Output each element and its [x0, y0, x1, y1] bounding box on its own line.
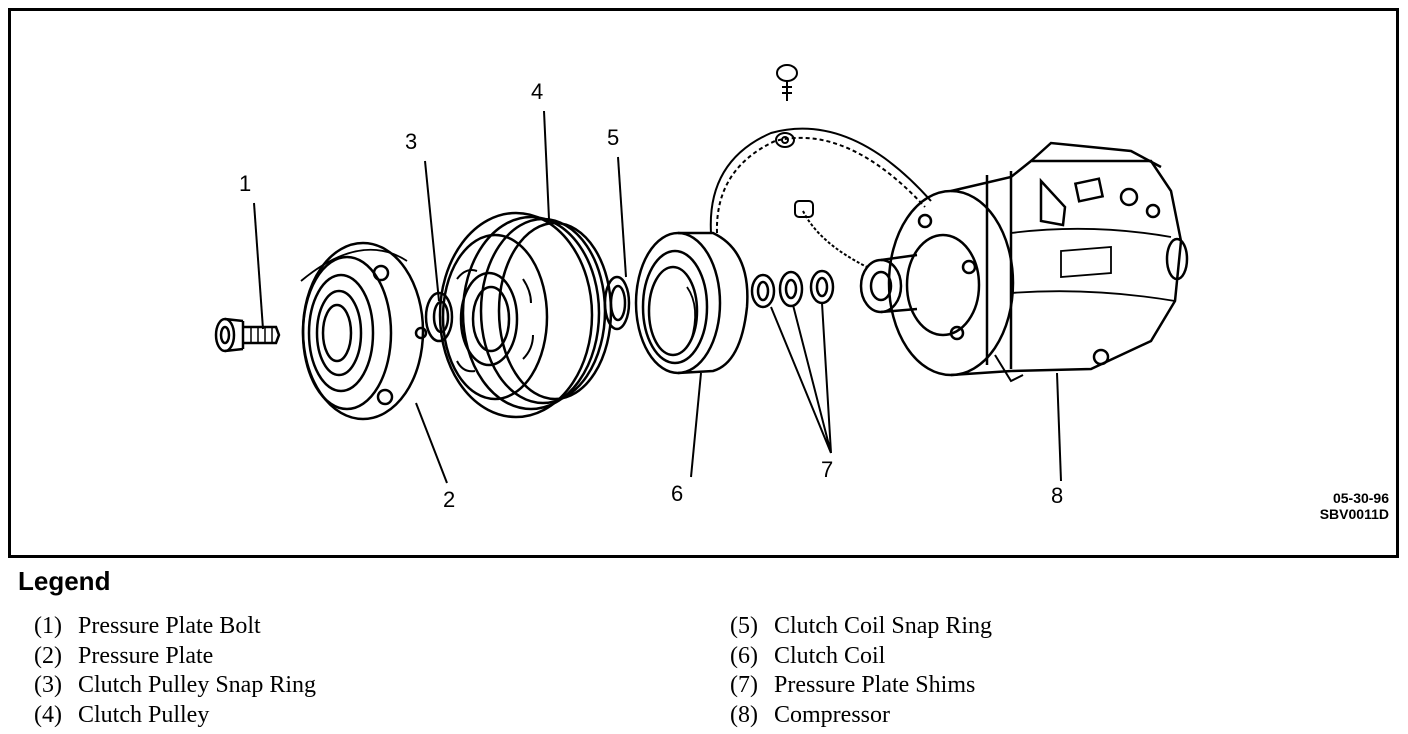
- legend-item-pressure-plate-bolt: (1) Pressure Plate Bolt: [34, 612, 316, 642]
- pressure-plate-part: [300, 241, 428, 421]
- callout-2: 2: [443, 487, 455, 512]
- callout-1: 1: [239, 171, 251, 196]
- figure-date-code: 05-30-96: [1333, 490, 1389, 506]
- legend-item-pressure-plate-shims: (7) Pressure Plate Shims: [730, 671, 992, 701]
- callout-5: 5: [607, 125, 619, 150]
- figure-id-code: SBV0011D: [1320, 506, 1389, 522]
- legend-item-label: Clutch Pulley Snap Ring: [78, 672, 317, 698]
- pressure-plate-shims-part: [750, 269, 835, 309]
- legend-item-number: (5): [730, 613, 758, 639]
- wire-harness-part: [709, 64, 932, 268]
- callout-7: 7: [821, 457, 833, 482]
- legend-item-clutch-pulley: (4) Clutch Pulley: [34, 701, 316, 731]
- clutch-pulley-part: [438, 211, 613, 419]
- legend-item-label: Clutch Coil Snap Ring: [774, 613, 993, 639]
- legend-item-label: Clutch Coil: [774, 642, 886, 669]
- leader-lines: [253, 110, 1062, 484]
- callout-8: 8: [1051, 483, 1063, 508]
- legend-item-number: (6): [730, 642, 758, 669]
- legend-item-number: (8): [730, 701, 758, 728]
- legend-item-label: Pressure Plate: [78, 642, 214, 669]
- clutch-coil-snap-ring-part: [603, 275, 631, 331]
- legend-item-compressor: (8) Compressor: [730, 701, 992, 731]
- legend-item-pressure-plate: (2) Pressure Plate: [34, 642, 316, 672]
- callout-3: 3: [405, 129, 417, 154]
- legend-item-number: (2): [34, 642, 62, 669]
- diagram-frame: 1 2 3 4 5 6 7 8 05-30-96 SBV0011D: [8, 8, 1399, 558]
- legend-item-label: Clutch Pulley: [78, 701, 210, 728]
- callout-4: 4: [531, 79, 543, 104]
- callout-6: 6: [671, 481, 683, 506]
- legend-item-clutch-pulley-snap-ring: (3) Clutch Pulley Snap Ring: [34, 671, 316, 701]
- legend-item-clutch-coil: (6) Clutch Coil: [730, 642, 992, 672]
- legend-item-clutch-coil-snap-ring: (5) Clutch Coil Snap Ring: [730, 612, 992, 642]
- compressor-part: [859, 141, 1189, 383]
- legend-item-number: (3): [34, 672, 62, 698]
- legend-item-number: (4): [34, 701, 62, 728]
- pressure-plate-bolt-part: [214, 317, 281, 353]
- legend-item-number: (7): [730, 672, 758, 698]
- legend-item-label: Pressure Plate Shims: [774, 672, 976, 698]
- legend-column-right: (5) Clutch Coil Snap Ring (6) Clutch Coil …: [730, 612, 992, 730]
- legend-item-label: Compressor: [774, 701, 890, 728]
- legend-title: Legend: [18, 566, 111, 596]
- legend-item-number: (1): [34, 613, 62, 639]
- legend-item-label: Pressure Plate Bolt: [78, 613, 261, 639]
- legend-column-left: (1) Pressure Plate Bolt (2) Pressure Plate…: [34, 612, 316, 730]
- exploded-view-diagram: 1 2 3 4 5 6 7 8 05-30-96 SBV0011D: [214, 64, 1389, 522]
- clutch-coil-part: [634, 231, 749, 375]
